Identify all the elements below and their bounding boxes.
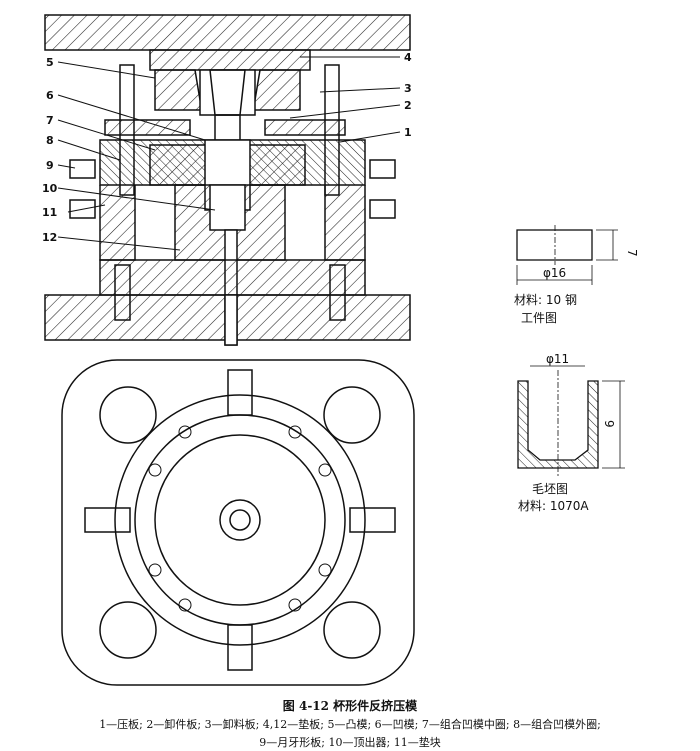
workpiece-diameter: φ16: [543, 266, 566, 280]
punch-holder: [199, 69, 256, 116]
callout-3: 3: [404, 82, 412, 95]
callout-8: 8: [46, 134, 54, 147]
callout-leaders: [57, 56, 401, 251]
callout-labels: 4 3 2 1 5 6 7 8 9 10 11 12: [42, 51, 412, 244]
callout-5: 5: [46, 56, 54, 69]
callout-9: 9: [46, 159, 54, 172]
upper-die-plate: [44, 14, 411, 51]
lower-plate: [99, 259, 366, 296]
workpiece-title: 工件图: [521, 311, 557, 325]
callout-4: 4: [404, 51, 412, 64]
callout-1: 1: [404, 126, 412, 139]
figure-title: 图 4-12 杯形件反挤压模: [282, 699, 418, 713]
crescent-bolt-11: [69, 199, 96, 219]
unloading-plate-2: [104, 119, 191, 136]
blank-material: 材料: 1070A: [518, 499, 589, 513]
legend-line-1: 1—压板; 2—卸件板; 3—卸料板; 4,12—垫板; 5—凸模; 6—凹模;…: [99, 718, 601, 731]
legend-line-2: 9—月牙形板; 10—顶出器; 11—垫块: [259, 736, 441, 749]
plan-view: [61, 359, 415, 686]
callout-10: 10: [42, 182, 58, 195]
blank-height: 9: [602, 420, 616, 428]
side-drawing-text: 7 φ16 材料: 10 钢 工件图 φ11 9 毛坯图 材料: 1070A: [514, 249, 639, 513]
die-drawing: 4 3 2 1 5 6 7 8 9 10 11 12 7 φ16 材料: 10 …: [42, 14, 639, 686]
spacer-11-right: [324, 185, 366, 261]
crescent-bolt-9: [69, 159, 96, 179]
workpiece-height: 7: [625, 249, 639, 257]
unloading-plate-2-right: [264, 119, 346, 136]
blank-diameter: φ11: [546, 352, 569, 366]
callout-6: 6: [46, 89, 54, 102]
callout-11: 11: [42, 206, 57, 219]
workpiece-material: 材料: 10 钢: [514, 293, 577, 307]
blank-cup: [517, 380, 599, 469]
callout-12: 12: [42, 231, 57, 244]
section-view: [44, 14, 411, 346]
callout-2: 2: [404, 99, 412, 112]
ejector-10: [209, 184, 246, 231]
workpiece-drawing: [516, 225, 625, 478]
backing-plate-4: [149, 49, 311, 71]
callout-7: 7: [46, 114, 54, 127]
blank-title: 毛坯图: [532, 482, 568, 496]
